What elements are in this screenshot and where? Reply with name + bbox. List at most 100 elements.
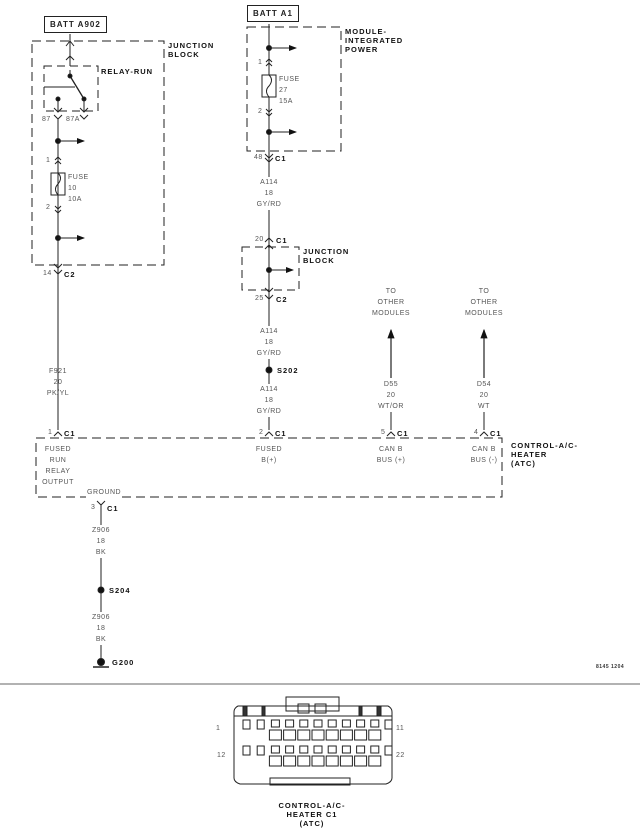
text-line: OUTPUT (42, 479, 74, 486)
splice-s204: S204 (109, 586, 131, 595)
connector-pin-1: 1 (216, 725, 221, 732)
connector-cavity (327, 719, 337, 728)
wire-gauge: 18 (264, 190, 274, 197)
wire-z906-lower: Z906 18 BK (71, 612, 131, 645)
wire-d55: D55 20 WT/OR (361, 379, 421, 412)
text-line: OTHER (377, 299, 405, 306)
fuse-text: FUSE (68, 174, 89, 181)
wire-a114-upper: A114 18 GY/RD (239, 177, 299, 210)
wire-color: PK/YL (46, 390, 70, 397)
connector-cavity (356, 745, 366, 754)
wire-circuit: Z906 (92, 527, 110, 534)
connector-cavity (242, 719, 251, 730)
fuse10-pin-in: 1 (46, 157, 51, 164)
connector-pin-22: 22 (396, 752, 405, 759)
wire-a114-mid: A114 18 GY/RD (239, 326, 299, 359)
text-line: MODULES (371, 310, 411, 317)
connector-cavity (313, 745, 323, 754)
fuse-text: FUSE (279, 76, 300, 83)
connector-cavity (384, 719, 393, 730)
wire-circuit: A114 (260, 386, 278, 393)
title-line: JUNCTION (303, 247, 350, 256)
connector-cavity (270, 719, 280, 728)
to-other-modules-2: TO OTHER MODULES (454, 286, 514, 319)
text-line: TO (385, 288, 397, 295)
wire-color: WT (478, 403, 490, 410)
atc-pin1-number: 1 (48, 429, 53, 436)
title-line: MODULE- (345, 27, 387, 36)
jb-c2-pin: 25 (255, 295, 264, 302)
connector-pin-12: 12 (217, 752, 226, 759)
junction-block-left-outline (31, 40, 165, 266)
connector-caption: CONTROL-A/C- HEATER C1 (ATC) (260, 801, 364, 828)
jb-c1-name: C1 (276, 236, 288, 245)
fuse10-label: FUSE 10 10A (68, 172, 89, 205)
module-integrated-power-outline (246, 26, 342, 152)
connector-terminal (268, 755, 282, 767)
connector-terminal (325, 755, 339, 767)
wire-gauge: 18 (96, 625, 106, 632)
atc-pin5-conn: C1 (397, 429, 409, 438)
wire-z906-upper: Z906 18 BK (71, 525, 131, 558)
connector-terminal (339, 729, 353, 741)
wire-color: GY/RD (256, 201, 282, 208)
caption-line: (ATC) (299, 819, 325, 828)
atc-pin2-number: 2 (259, 429, 264, 436)
title-line: JUNCTION (168, 41, 215, 50)
connector-terminal (297, 755, 311, 767)
relay-pin-87: 87 (42, 116, 51, 123)
caption-line: HEATER C1 (286, 810, 338, 819)
title-line: (ATC) (511, 459, 536, 468)
title-line: INTEGRATED (345, 36, 404, 45)
connector-cavity (256, 745, 265, 756)
text-line: BUS (+) (376, 457, 406, 464)
wire-circuit: Z906 (92, 614, 110, 621)
caption-line: CONTROL-A/C- (278, 801, 346, 810)
wire-gauge: 18 (96, 538, 106, 545)
relay-pin-87a: 87A (66, 116, 80, 123)
connector-pins (242, 719, 393, 767)
atc-pin5-label: CAN B BUS (+) (361, 444, 421, 466)
text-line: CAN B (472, 446, 496, 453)
module-integrated-power-title: MODULE- INTEGRATED POWER (345, 27, 403, 54)
title-line: HEATER (511, 450, 548, 459)
wire-gauge: 18 (264, 339, 274, 346)
wire-gauge: 18 (264, 397, 274, 404)
connector-cavity (341, 745, 351, 754)
wire-circuit: F921 (49, 368, 67, 375)
wire-color: WT/OR (378, 403, 404, 410)
connector-terminal (311, 729, 325, 741)
control-ac-heater-outline (35, 437, 503, 498)
connector-terminal (268, 729, 282, 741)
text-line: OTHER (470, 299, 498, 306)
atc-pin4-label: CAN B BUS (-) (454, 444, 514, 466)
splice-s202: S202 (277, 366, 299, 375)
connector-terminal (325, 729, 339, 741)
wire-circuit: D55 (383, 381, 399, 388)
left-c2-name: C2 (64, 270, 76, 279)
connector-cavity (384, 745, 393, 756)
text-line: FUSED (255, 446, 283, 453)
connector-terminal (283, 729, 297, 741)
mip-c1-pin: 48 (254, 154, 263, 161)
wire-circuit: A114 (260, 179, 278, 186)
connector-pin-11: 11 (396, 725, 405, 732)
connector-terminal (354, 755, 368, 767)
connector-cavity (285, 719, 295, 728)
text-line: MODULES (464, 310, 504, 317)
wire-gauge: 20 (53, 379, 63, 386)
text-line: B(+) (261, 457, 277, 464)
text-line: TO (478, 288, 490, 295)
atc-pin3-label: GROUND (86, 487, 123, 498)
atc-pin4-conn: C1 (490, 429, 502, 438)
fuse-number: 10 (68, 185, 77, 192)
atc-pin1-label: FUSED RUN RELAY OUTPUT (28, 444, 88, 488)
wire-gauge: 20 (479, 392, 489, 399)
to-other-modules-1: TO OTHER MODULES (361, 286, 421, 319)
connector-terminal (354, 729, 368, 741)
control-ac-heater-title: CONTROL-A/C- HEATER (ATC) (511, 441, 578, 468)
connector-cavity (270, 745, 280, 754)
wire-gauge: 20 (386, 392, 396, 399)
connector-terminal (368, 755, 382, 767)
